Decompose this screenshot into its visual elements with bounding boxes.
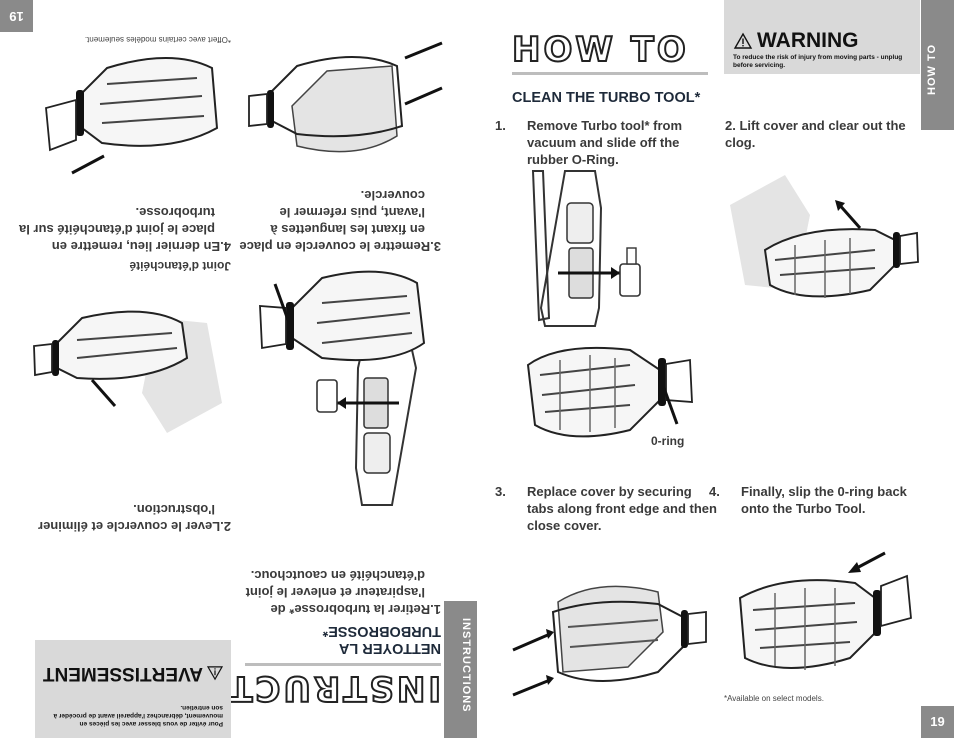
french-oring-back-illustration [45, 57, 219, 175]
step-2: 2. Lift cover and clear out the clog. [725, 118, 906, 150]
french-lift-cover-illustration [33, 310, 222, 433]
french-replace-cover-illustration [248, 41, 443, 153]
turbo-tool-illustration [526, 346, 693, 438]
french-warning-heading: AVERTISSEMENT [42, 662, 224, 684]
warning-triangle-icon [206, 666, 224, 681]
footnote: *Available on select models. [724, 694, 824, 703]
french-side-tab-label: INSTRUCTIONS [460, 618, 472, 713]
oring-back-illustration [738, 551, 912, 670]
french-step-3: 3.Remettre le couvercle en place en fixa… [239, 188, 441, 254]
french-joint-label: Joint d'étanchéité [129, 259, 231, 273]
french-side-tab: INSTRUCTIONS [444, 601, 477, 738]
lift-cover-illustration [730, 175, 919, 298]
french-footnote: *Offert avec certains modèles seulement. [84, 35, 231, 44]
title-divider [512, 72, 708, 75]
side-tab-label: HOW TO [926, 43, 938, 95]
step-1: 1.Remove Turbo tool* from vacuum and sli… [495, 118, 683, 167]
french-step-2: 2.Lever le couvercle et éliminer l'obstr… [38, 502, 231, 534]
french-warning-text: Pour éviter de vous blesser avec les piè… [53, 704, 223, 727]
french-turbo-tool-illustration [259, 270, 426, 362]
french-title-divider [245, 663, 441, 666]
warning-box: WARNING To reduce the risk of injury fro… [724, 0, 920, 74]
step-4: 4.Finally, slip the 0-ring back onto the… [709, 484, 907, 516]
warning-text: To reduce the risk of injury from moving… [733, 54, 903, 69]
french-section-heading: NETTOYER LA TURBOBROSSE* [322, 623, 441, 656]
warning-title: WARNING [757, 29, 859, 52]
side-tab: HOW TO [921, 0, 954, 130]
warning-heading: WARNING [733, 29, 859, 53]
french-vacuum-illustration [316, 349, 418, 506]
section-heading: CLEAN THE TURBO TOOL* [512, 90, 701, 106]
french-warning-box: AVERTISSEMENT Pour éviter de vous blesse… [35, 640, 231, 738]
french-page-number: 19 [0, 0, 33, 32]
oring-label: 0-ring [651, 434, 685, 448]
french-page: INSTRUCTIONS AVERTISSEMENT Pour éviter d… [0, 0, 477, 738]
french-warning-title: AVERTISSEMENT [42, 663, 203, 684]
page-number: 19 [921, 706, 954, 738]
replace-cover-illustration [512, 585, 707, 697]
step-3: 3.Replace cover by securing tabs along f… [495, 484, 717, 533]
vacuum-illustration [531, 170, 641, 327]
french-step-1: 1.Retirer la turbobrosse* de l'aspirateu… [245, 568, 441, 617]
french-step-4: 4.En dernier lieu, remettre en place le … [19, 205, 231, 254]
warning-triangle-icon [733, 32, 753, 49]
page-title: HOW TO [511, 29, 689, 71]
